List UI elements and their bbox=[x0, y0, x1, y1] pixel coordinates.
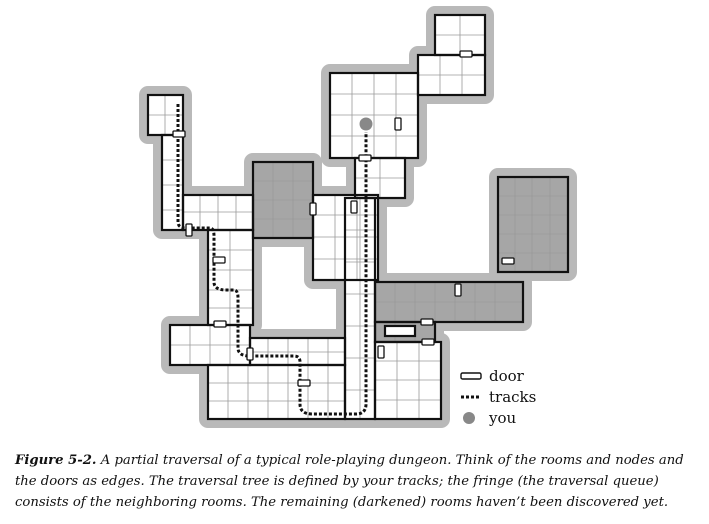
floor-grid bbox=[148, 15, 568, 419]
door bbox=[246, 347, 254, 361]
door bbox=[212, 256, 226, 264]
door bbox=[172, 130, 186, 138]
undiscovered-room-east bbox=[498, 177, 568, 272]
legend-item-tracks: tracks bbox=[458, 387, 578, 407]
caption-text: A partial traversal of a typical role-pl… bbox=[15, 453, 684, 510]
door bbox=[377, 345, 385, 359]
legend-item-you: you bbox=[458, 408, 578, 428]
you-icon bbox=[463, 412, 475, 424]
dungeon-map bbox=[139, 6, 577, 428]
figure-caption: Figure 5-2. A partial traversal of a typ… bbox=[15, 450, 700, 513]
legend-label-you: you bbox=[489, 409, 517, 427]
legend-label-door: door bbox=[489, 367, 524, 385]
you-marker bbox=[359, 117, 373, 131]
caption-label: Figure 5-2. bbox=[15, 453, 97, 468]
door bbox=[297, 379, 311, 387]
door bbox=[501, 257, 515, 265]
door bbox=[213, 320, 227, 328]
tracks-icon bbox=[461, 395, 481, 399]
door bbox=[358, 154, 372, 162]
legend-item-door: door bbox=[458, 366, 578, 386]
door bbox=[421, 338, 435, 346]
tracks-path bbox=[176, 104, 368, 416]
door bbox=[394, 117, 402, 131]
door-icon bbox=[460, 372, 482, 380]
door bbox=[185, 223, 193, 237]
door bbox=[459, 50, 473, 58]
legend-label-tracks: tracks bbox=[489, 388, 537, 406]
discovered-rooms bbox=[148, 15, 485, 419]
door bbox=[309, 202, 317, 216]
door bbox=[454, 283, 462, 297]
door bbox=[420, 318, 434, 326]
doors bbox=[172, 50, 515, 387]
legend: door tracks you bbox=[458, 366, 578, 430]
door bbox=[350, 200, 358, 214]
